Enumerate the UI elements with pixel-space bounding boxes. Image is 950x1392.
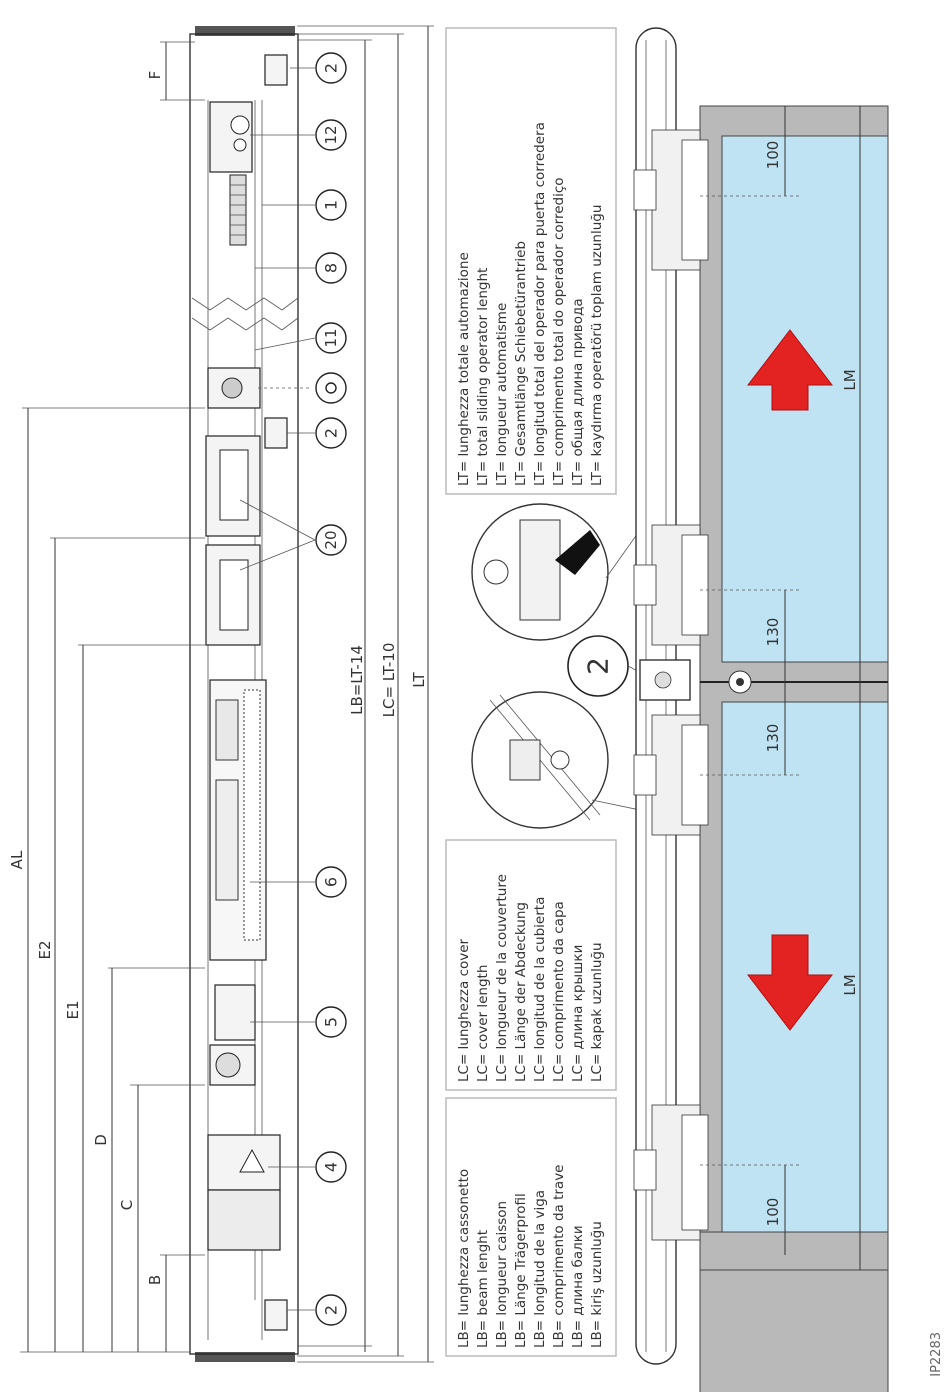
- callouts: 2 12 1 8 11 2 20 6 5 4 2: [239, 52, 347, 1326]
- legend-lc-line: LC= comprimento da capa: [551, 901, 567, 1082]
- dim-d: D: [92, 1134, 110, 1146]
- legend-lc-line: LC= kapak uzunluğu: [589, 942, 605, 1082]
- door-assembly: 100 130 130 100 LM LM: [633, 27, 889, 1392]
- legend-lc-line: LC= длина крышки: [570, 945, 586, 1082]
- dim-c: C: [118, 1200, 136, 1210]
- legend-lb-line: LB= beam lenght: [475, 1230, 491, 1348]
- legend-lc-line: LC= Länge der Abdeckung: [513, 902, 529, 1082]
- dim-e1: E1: [64, 1000, 82, 1019]
- legend-lb-line: LB= longitud de la viga: [532, 1190, 548, 1348]
- legend-lt-line: LT= total sliding operator lenght: [475, 268, 491, 486]
- legend-lc-line: LC= longueur de la couverture: [494, 874, 510, 1082]
- legend-lc: LC= lunghezza cover LC= cover length LC=…: [445, 839, 617, 1091]
- detail-callout-2: 2: [582, 657, 615, 675]
- length-dimensions: LB=LT-14 LC= LT-10 LT: [297, 25, 434, 1363]
- legend-lb-line: LB= lunghezza cassonetto: [456, 1169, 472, 1348]
- dim-lm-bottom: LM: [841, 974, 859, 995]
- dim-100-bottom: 100: [764, 1198, 782, 1227]
- open-arrow-down-icon: [746, 934, 834, 1031]
- callout-2-top: 2: [322, 63, 341, 73]
- callout-2-mid: 2: [322, 428, 341, 438]
- dim-f: F: [146, 71, 164, 80]
- legend-lc-line: LC= lunghezza cover: [456, 938, 472, 1082]
- dim-lm-top: LM: [841, 369, 859, 390]
- detail-arrow-icon: [555, 530, 600, 575]
- legend-lt: LT= lunghezza totale automazione LT= tot…: [445, 27, 617, 495]
- callout-20: 20: [322, 530, 340, 549]
- legend-lc-line: LC= longitud de la cubierta: [532, 897, 548, 1082]
- dim-al: AL: [8, 850, 26, 869]
- open-arrow-up-icon: [746, 329, 834, 411]
- dim-e2: E2: [36, 940, 54, 959]
- dim-100-top: 100: [764, 141, 782, 170]
- legend-lt-line: LT= kaydırma operatörü toplam uzunluğu: [589, 205, 605, 486]
- bracket-top: [264, 54, 288, 86]
- legend-lb-line: LB= длина балки: [570, 1225, 586, 1348]
- callout-12: 12: [322, 125, 340, 144]
- callout-6: 6: [322, 877, 341, 887]
- legend-lt-line: LT= longueur automatisme: [494, 303, 510, 486]
- legend-lt-line: LT= общая длина привода: [570, 298, 586, 486]
- legend-lb-line: LB= kiriş uzunluğu: [589, 1221, 605, 1348]
- callout-2-bottom: 2: [322, 1305, 341, 1315]
- left-dimensions: AL E2 E1 D C B F: [8, 41, 205, 1353]
- legend-lt-line: LT= lunghezza totale automazione: [456, 252, 472, 486]
- detail-views: 2: [471, 503, 656, 829]
- callout-5: 5: [322, 1017, 341, 1027]
- callout-8: 8: [322, 263, 341, 273]
- callout-4: 4: [322, 1162, 341, 1172]
- dim-lt: LT: [410, 671, 428, 687]
- legend-lt-line: LT= comprimento total do operador corred…: [551, 177, 567, 486]
- legend-lt-line: LT= longitud total del operador para pue…: [532, 122, 548, 486]
- dim-lb: LB=LT-14: [348, 645, 366, 715]
- callout-1: 1: [322, 200, 341, 210]
- reference-code: IP2283: [929, 1332, 944, 1377]
- operator-beam: [189, 26, 299, 1362]
- legend-lb-line: LB= longueur caisson: [494, 1201, 510, 1348]
- dim-130-a: 130: [764, 618, 782, 647]
- legend-lb-line: LB= comprimento da trave: [551, 1165, 567, 1349]
- dim-130-b: 130: [764, 724, 782, 753]
- dim-lc: LC= LT-10: [380, 643, 398, 718]
- legend-lc-line: LC= cover length: [475, 965, 491, 1082]
- legend-lt-line: LT= Gesamtlänge Schiebetürantrieb: [513, 241, 529, 486]
- callout-11: 11: [322, 328, 340, 347]
- dim-b: B: [146, 1275, 164, 1285]
- legend-lb-line: LB= Länge Trägerprofil: [513, 1193, 529, 1348]
- legend-lb: LB= lunghezza cassonetto LB= beam lenght…: [445, 1097, 617, 1357]
